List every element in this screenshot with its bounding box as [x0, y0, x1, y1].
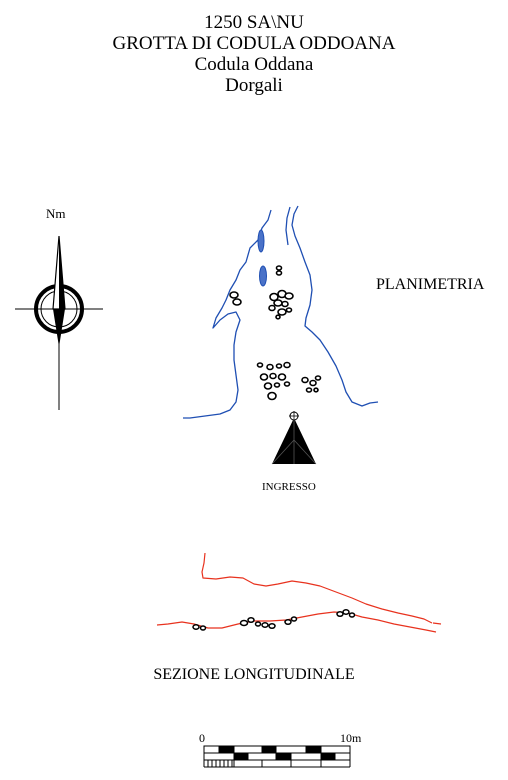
cave-code: 1250 SA\NU [204, 12, 304, 33]
plan-pool-lower [259, 265, 267, 287]
plan-walls [183, 205, 379, 419]
plan-wall-west [183, 209, 272, 419]
entrance-triangle-icon [271, 411, 317, 465]
cave-municipality: Dorgali [225, 75, 283, 96]
section-boulders [192, 609, 356, 631]
cave-name: GROTTA DI CODULA ODDOANA [112, 33, 396, 54]
scale-start-label: 0 [199, 731, 205, 745]
north-arrow-icon [15, 235, 103, 410]
section-profile [156, 552, 442, 633]
scale-bar [203, 745, 351, 768]
section-ceiling [201, 552, 433, 624]
scale-end-label: 10m [340, 731, 362, 745]
plan-wall-east-inner [285, 206, 291, 246]
north-label: Nm [46, 206, 66, 221]
plan-boulders [229, 265, 322, 401]
cave-locality: Codula Oddana [194, 54, 314, 75]
plan-wall-east [291, 205, 379, 407]
title-block: 1250 SA\NU GROTTA DI CODULA ODDOANA Codu… [0, 12, 508, 96]
entrance-label: INGRESSO [262, 481, 316, 493]
plan-label: PLANIMETRIA [376, 276, 485, 293]
plan-pool-upper [257, 229, 265, 253]
section-label: SEZIONE LONGITUDINALE [153, 666, 355, 683]
